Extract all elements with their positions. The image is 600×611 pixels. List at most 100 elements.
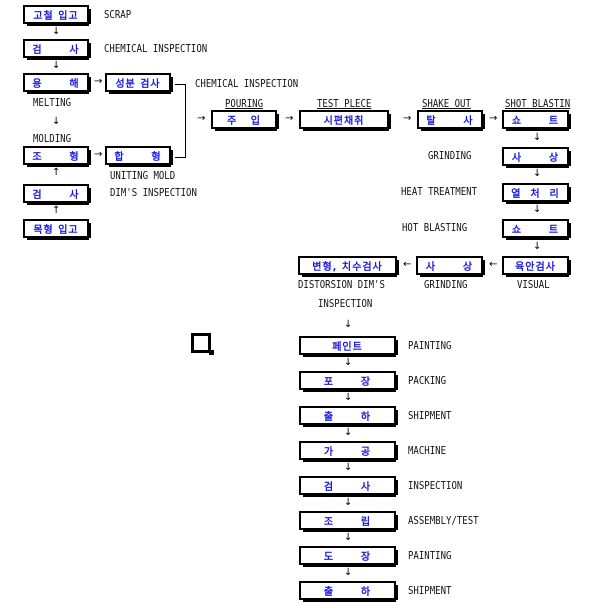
square-marker-icon bbox=[191, 333, 211, 353]
arrow-up-icon: ↑ bbox=[52, 167, 61, 178]
test-piece-box: 시편채취 bbox=[299, 110, 391, 131]
grinding-label: GRINDING bbox=[428, 149, 472, 162]
arrow-left-icon: ← bbox=[403, 259, 412, 270]
pouring-box: 주 입 bbox=[211, 110, 279, 131]
dims-inspection-label: DIM'S INSPECTION bbox=[110, 186, 197, 199]
visual-ko: 육안검사 bbox=[515, 262, 556, 273]
shake-out-ko: 탈 사 bbox=[426, 116, 474, 127]
molding-label: MOLDING bbox=[33, 132, 72, 145]
uniting-mold-ko: 합 형 bbox=[114, 152, 162, 163]
scrap-ko: 고철 입고 bbox=[33, 11, 79, 22]
hot-blasting-box: 쇼 트 bbox=[502, 219, 571, 240]
component-inspection-label: CHEMICAL INSPECTION bbox=[195, 77, 299, 90]
arrow-left-icon: ← bbox=[489, 259, 498, 270]
pattern-receipt-ko: 목형 입고 bbox=[33, 225, 79, 236]
arrow-down-icon: ↓ bbox=[52, 60, 61, 71]
grinding-ko: 사 상 bbox=[511, 153, 560, 164]
melting-ko: 용 해 bbox=[32, 79, 80, 90]
bottom-step-box: 포 장 bbox=[299, 371, 398, 392]
arrow-down-icon: ↓ bbox=[533, 204, 542, 215]
bottom-step-label: PAINTING bbox=[408, 549, 452, 562]
arrow-down-icon: ↓ bbox=[344, 427, 353, 438]
arrow-down-icon: ↓ bbox=[533, 132, 542, 143]
distortion-ko: 변형, 치수검사 bbox=[312, 262, 383, 273]
melting-label: MELTING bbox=[33, 96, 72, 109]
arrow-down-icon: ↓ bbox=[52, 26, 61, 37]
arrow-right-icon: → bbox=[403, 113, 412, 124]
bottom-step-box: 출 하 bbox=[299, 406, 398, 427]
square-marker-dot bbox=[209, 350, 214, 355]
bottom-step-box: 출 하 bbox=[299, 581, 398, 602]
bottom-step-label: MACHINE bbox=[408, 444, 447, 457]
bottom-step-ko: 출 하 bbox=[323, 412, 372, 423]
test-piece-label: TEST PLECE bbox=[317, 97, 372, 110]
bottom-step-label: SHIPMENT bbox=[408, 584, 452, 597]
bottom-step-ko: 도 장 bbox=[323, 552, 372, 563]
visual-label: VISUAL bbox=[517, 278, 550, 291]
shot-blasting-ko: 쇼 트 bbox=[511, 116, 560, 127]
bottom-step-ko: 페인트 bbox=[332, 342, 363, 353]
bottom-step-ko: 가 공 bbox=[323, 447, 372, 458]
arrow-down-icon: ↓ bbox=[344, 357, 353, 368]
arrow-up-icon: ↑ bbox=[52, 205, 61, 216]
bottom-step-box: 조 립 bbox=[299, 511, 398, 532]
bottom-step-label: PAINTING bbox=[408, 339, 452, 352]
pouring-label: POURING bbox=[225, 97, 264, 110]
hot-blasting-ko: 쇼 트 bbox=[511, 225, 560, 236]
heat-treatment-box: 열 처 리 bbox=[502, 183, 571, 204]
bottom-step-box: 도 장 bbox=[299, 546, 398, 567]
arrow-right-icon: → bbox=[94, 149, 103, 160]
shot-blasting-label: SHOT BLASTIN bbox=[505, 97, 571, 110]
bottom-step-box: 페인트 bbox=[299, 336, 398, 357]
grinding-box: 사 상 bbox=[502, 147, 571, 168]
melting-box: 용 해 bbox=[23, 73, 91, 94]
bottom-step-box: 가 공 bbox=[299, 441, 398, 462]
bottom-step-label: PACKING bbox=[408, 374, 447, 387]
arrow-down-icon: ↓ bbox=[344, 532, 353, 543]
arrow-right-icon: → bbox=[285, 113, 294, 124]
arrow-down-icon: ↓ bbox=[344, 392, 353, 403]
component-inspection-ko: 성분 검사 bbox=[115, 79, 161, 90]
arrow-down-icon: ↓ bbox=[533, 241, 542, 252]
test-piece-ko: 시편채취 bbox=[323, 116, 365, 127]
chemical-inspection-ko: 검 사 bbox=[32, 45, 80, 56]
shake-out-box: 탈 사 bbox=[417, 110, 485, 131]
arrow-down-icon: ↓ bbox=[344, 497, 353, 508]
connector-line bbox=[175, 84, 185, 85]
connector-line bbox=[185, 84, 186, 158]
grinding2-ko: 사 상 bbox=[425, 262, 474, 273]
grinding2-box: 사 상 bbox=[416, 256, 485, 277]
heat-treatment-ko: 열 처 리 bbox=[511, 189, 560, 200]
visual-box: 육안검사 bbox=[502, 256, 571, 277]
scrap-label: SCRAP bbox=[104, 8, 132, 21]
pattern-receipt-box: 목형 입고 bbox=[23, 219, 91, 240]
connector-line bbox=[175, 157, 185, 158]
arrow-down-icon: ↓ bbox=[344, 462, 353, 473]
arrow-right-icon: → bbox=[94, 76, 103, 87]
chemical-inspection-box: 검 사 bbox=[23, 39, 91, 60]
hot-blasting-label: HOT BLASTING bbox=[402, 221, 468, 234]
molding-box: 조 형 bbox=[23, 146, 91, 167]
arrow-down-icon: ↓ bbox=[533, 168, 542, 179]
bottom-step-label: SHIPMENT bbox=[408, 409, 452, 422]
component-inspection-box: 성분 검사 bbox=[105, 73, 173, 94]
bottom-step-ko: 조 립 bbox=[323, 517, 372, 528]
uniting-mold-label: UNITING MOLD bbox=[110, 169, 176, 182]
chemical-inspection-label: CHEMICAL INSPECTION bbox=[104, 42, 208, 55]
bottom-step-ko: 검 사 bbox=[323, 482, 372, 493]
arrow-down-icon: ↓ bbox=[344, 567, 353, 578]
arrow-right-icon: → bbox=[197, 113, 206, 124]
uniting-mold-box: 합 형 bbox=[105, 146, 173, 167]
arrow-right-icon: → bbox=[489, 113, 498, 124]
distortion-label: DISTORSION DIM'S bbox=[298, 278, 385, 291]
shot-blasting-box: 쇼 트 bbox=[502, 110, 571, 131]
scrap-box: 고철 입고 bbox=[23, 5, 91, 26]
arrow-down-icon: ↓ bbox=[344, 319, 353, 330]
arrow-down-icon: ↓ bbox=[52, 116, 61, 127]
grinding2-label: GRINDING bbox=[424, 278, 468, 291]
pouring-ko: 주 입 bbox=[227, 116, 261, 127]
molding-ko: 조 형 bbox=[32, 152, 80, 163]
distortion-box: 변형, 치수검사 bbox=[298, 256, 399, 277]
bottom-step-label: INSPECTION bbox=[408, 479, 463, 492]
bottom-step-ko: 포 장 bbox=[323, 377, 372, 388]
